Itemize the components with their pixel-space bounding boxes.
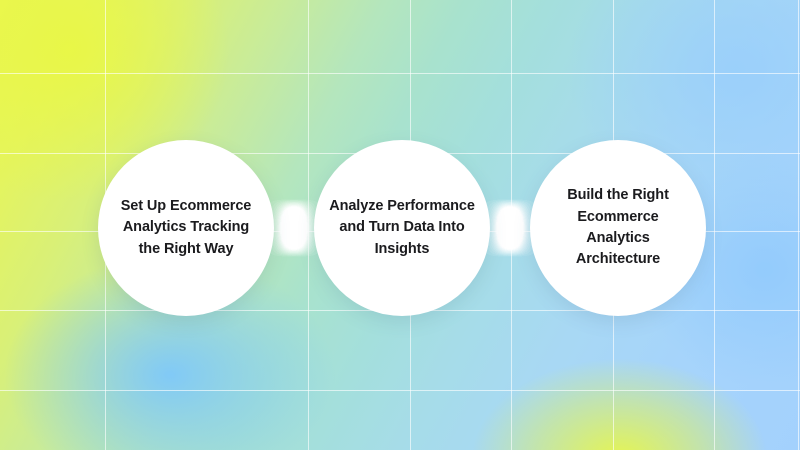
step-circle-1[interactable]: Set Up Ecommerce Analytics Tracking the … — [98, 140, 274, 316]
step-label-1: Set Up Ecommerce Analytics Tracking the … — [120, 197, 252, 257]
step-circle-3[interactable]: Build the Right Ecommerce Analytics Arch… — [530, 140, 706, 316]
step-label-2: Analyze Performance and Turn Data Into I… — [329, 197, 475, 257]
step-circle-2[interactable]: Analyze Performance and Turn Data Into I… — [314, 140, 490, 316]
step-label-3: Build the Right Ecommerce Analytics Arch… — [567, 187, 669, 268]
